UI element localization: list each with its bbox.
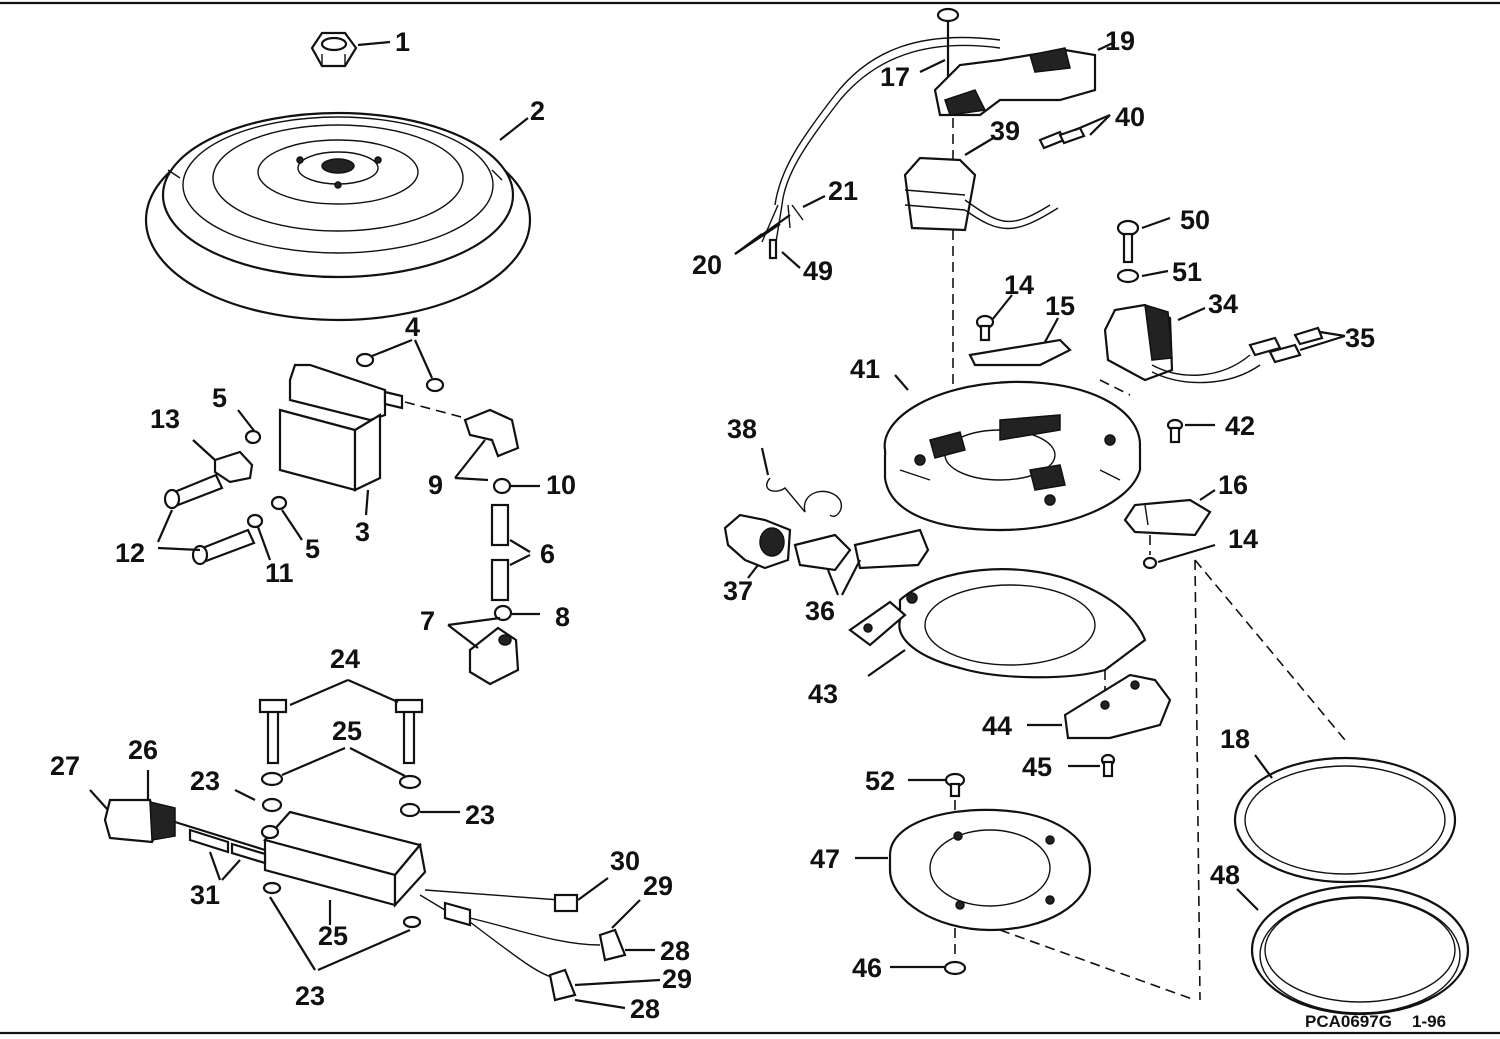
callout-10: 10 [546, 470, 576, 500]
callout-23c: 23 [295, 981, 325, 1011]
callout-15: 15 [1045, 291, 1075, 321]
coil-washers [355, 338, 445, 393]
bracket-16 [1123, 489, 1216, 570]
callout-50: 50 [1180, 205, 1210, 235]
coil-screws [156, 409, 303, 566]
callout-38: 38 [727, 414, 757, 444]
spark-plug-lead [447, 408, 540, 686]
revision-code: 1-96 [1412, 1012, 1446, 1031]
callout-40: 40 [1115, 102, 1145, 132]
callout-21: 21 [828, 176, 858, 206]
callout-18: 18 [1220, 724, 1250, 754]
callout-14b: 14 [1228, 524, 1258, 554]
callout-25b: 25 [318, 921, 348, 951]
callout-3: 3 [355, 517, 370, 547]
callout-17: 17 [880, 62, 910, 92]
callout-19: 19 [1105, 26, 1135, 56]
callout-30: 30 [610, 846, 640, 876]
retainer-ring-47 [855, 772, 1196, 1001]
wire-terminals [734, 195, 826, 269]
callout-5a: 5 [212, 383, 227, 413]
callout-51: 51 [1172, 257, 1202, 287]
callout-4: 4 [405, 312, 420, 342]
callout-14a: 14 [1004, 270, 1034, 300]
throttle-cam [1027, 673, 1172, 778]
callout-20: 20 [692, 250, 722, 280]
callout-36: 36 [805, 596, 835, 626]
callout-45: 45 [1022, 752, 1052, 782]
callout-1: 1 [395, 27, 410, 57]
seal-rings [1194, 559, 1470, 1016]
callout-28b: 28 [630, 994, 660, 1024]
callout-29b: 29 [662, 964, 692, 994]
callout-9: 9 [428, 470, 443, 500]
callout-7: 7 [420, 606, 435, 636]
callout-12: 12 [115, 538, 145, 568]
callout-35: 35 [1345, 323, 1375, 353]
callout-25a: 25 [332, 716, 362, 746]
drawing-code: PCA0697G [1305, 1012, 1392, 1031]
callout-23a: 23 [190, 766, 220, 796]
charge-coil [1099, 216, 1346, 396]
sensor-coil [903, 113, 1111, 232]
callout-labels: 1 2 3 4 5 5 6 7 8 9 10 11 12 13 14 14 15… [50, 26, 1375, 1024]
callout-49: 49 [803, 256, 833, 286]
callout-48: 48 [1210, 860, 1240, 890]
retainer-plate [968, 294, 1072, 367]
callout-44: 44 [982, 711, 1012, 741]
callout-11: 11 [265, 558, 294, 588]
callout-47: 47 [810, 844, 840, 874]
callout-8: 8 [555, 602, 570, 632]
callout-24: 24 [330, 644, 360, 674]
callout-6: 6 [540, 539, 555, 569]
flywheel [144, 111, 532, 322]
callout-2: 2 [530, 96, 545, 126]
callout-46: 46 [852, 953, 882, 983]
callout-28a: 28 [660, 936, 690, 966]
throttle-spring [723, 447, 930, 596]
screw-42 [1166, 418, 1215, 444]
callout-37: 37 [723, 576, 753, 606]
callout-39: 39 [990, 116, 1020, 146]
callout-26: 26 [128, 735, 158, 765]
armature-plate [883, 374, 1142, 532]
callout-27: 27 [50, 751, 80, 781]
callout-52: 52 [865, 766, 895, 796]
ignition-coil [278, 363, 466, 516]
callout-16: 16 [1218, 470, 1248, 500]
callout-13: 13 [150, 404, 180, 434]
power-pack [89, 678, 661, 1010]
callout-41: 41 [850, 354, 880, 384]
callout-5b: 5 [305, 534, 320, 564]
callout-34: 34 [1208, 289, 1238, 319]
callout-29a: 29 [643, 871, 673, 901]
callout-23b: 23 [465, 800, 495, 830]
callout-42: 42 [1225, 411, 1255, 441]
callout-31: 31 [190, 880, 220, 910]
timer-plate [848, 568, 1147, 700]
flywheel-nut [310, 31, 391, 68]
callout-43: 43 [808, 679, 838, 709]
